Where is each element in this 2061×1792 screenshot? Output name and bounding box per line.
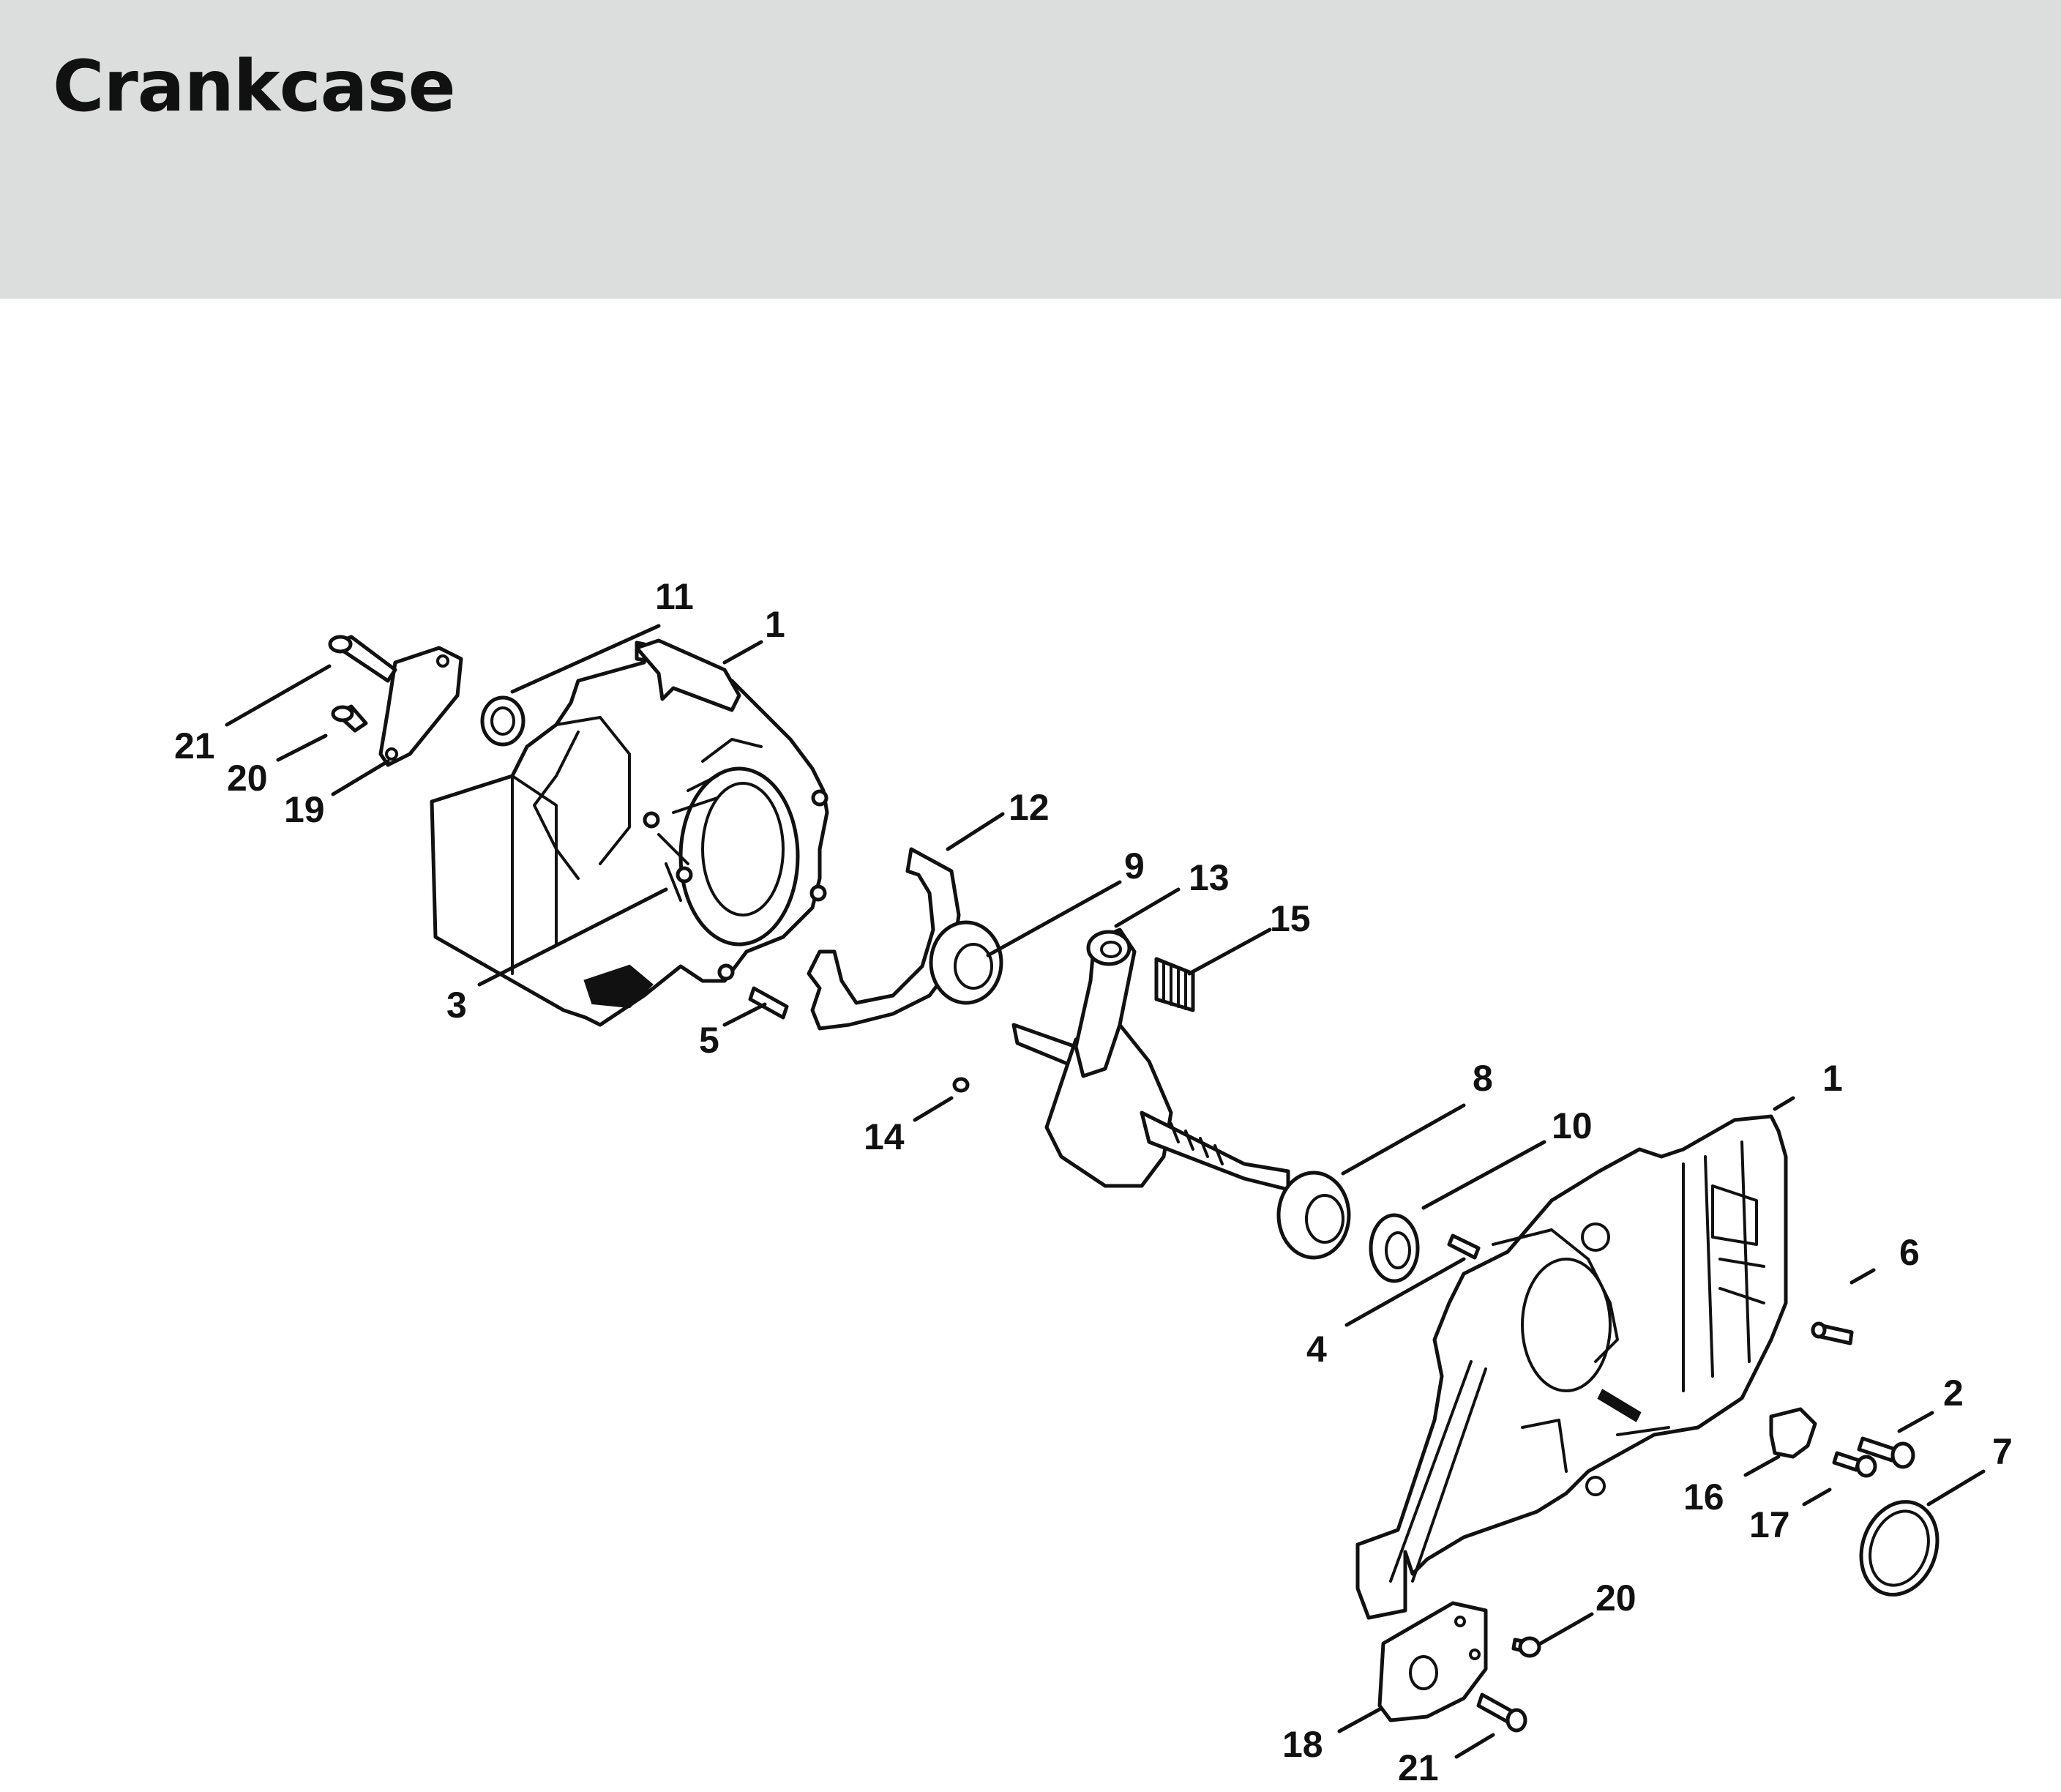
screw-2 xyxy=(1857,1436,1915,1469)
callout-20-lower: 20 xyxy=(1596,1578,1637,1619)
page-title: Crankcase xyxy=(53,45,456,127)
callout-16: 16 xyxy=(1683,1476,1724,1517)
stud-4 xyxy=(1447,1233,1481,1260)
screw-17 xyxy=(1832,1451,1877,1478)
callout-1-upper: 1 xyxy=(765,604,785,645)
callout-labels: 11 1 21 20 19 12 9 13 15 3 5 14 8 1 10 6… xyxy=(174,576,2013,1788)
key-14 xyxy=(952,1077,970,1093)
needle-cage-15 xyxy=(1154,957,1195,1012)
screw-21-right xyxy=(1476,1692,1527,1733)
pin-6 xyxy=(1811,1321,1854,1345)
callout-10: 10 xyxy=(1552,1105,1593,1146)
ball-bearing-8 xyxy=(1276,1171,1351,1260)
callout-19: 19 xyxy=(284,789,325,830)
cover-plate-18 xyxy=(1377,1601,1488,1722)
callout-2: 2 xyxy=(1943,1373,1964,1414)
cover-plate-19 xyxy=(378,646,463,767)
oil-seal-10 xyxy=(1369,1213,1420,1283)
crankcase-half-right xyxy=(1355,1114,1788,1620)
callout-13: 13 xyxy=(1189,857,1230,898)
callout-15: 15 xyxy=(1270,898,1311,939)
callout-7: 7 xyxy=(1992,1431,2013,1472)
callout-1-lower: 1 xyxy=(1822,1058,1843,1099)
connecting-rod-13 xyxy=(1074,927,1137,1078)
callout-14: 14 xyxy=(864,1116,905,1157)
callout-12: 12 xyxy=(1009,787,1050,828)
callout-21-upper: 21 xyxy=(174,725,215,766)
callout-20-upper: 20 xyxy=(227,758,268,799)
callout-8: 8 xyxy=(1473,1058,1493,1099)
crankcase-half-left xyxy=(430,638,829,1027)
ring-7 xyxy=(1859,1500,1940,1597)
screw-21-left xyxy=(328,635,397,683)
oil-seal-11 xyxy=(480,695,525,747)
ball-bearing-9 xyxy=(929,920,1003,1005)
callout-9: 9 xyxy=(1124,845,1145,886)
callout-17: 17 xyxy=(1749,1504,1790,1545)
screw-20-left xyxy=(331,704,368,733)
header-bar: Crankcase xyxy=(0,0,2061,299)
callout-6: 6 xyxy=(1899,1232,1920,1273)
screw-20-right xyxy=(1511,1636,1541,1658)
callout-11: 11 xyxy=(655,576,694,617)
callout-4: 4 xyxy=(1306,1329,1327,1370)
callout-3: 3 xyxy=(446,985,467,1026)
pin-5 xyxy=(748,986,789,1020)
leader-lines xyxy=(225,624,1986,1759)
crankshaft xyxy=(1011,1023,1290,1192)
callout-21-lower: 21 xyxy=(1398,1747,1439,1788)
buffer-16 xyxy=(1769,1407,1817,1459)
callout-5: 5 xyxy=(699,1020,719,1061)
callout-18: 18 xyxy=(1282,1724,1323,1765)
